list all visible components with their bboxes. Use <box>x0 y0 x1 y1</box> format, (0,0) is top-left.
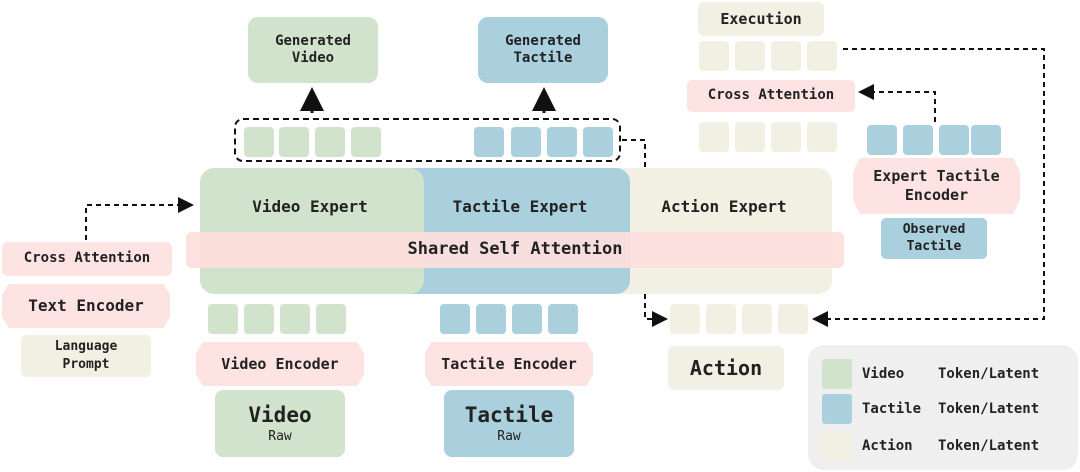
output-tokens-tactile-3 <box>547 127 577 157</box>
noisy-action-token-1 <box>699 122 729 152</box>
language-prompt: Language Prompt <box>21 335 151 377</box>
observed-tactile-token-2 <box>903 125 933 155</box>
action-input-token-3 <box>742 304 772 334</box>
execution-token-2 <box>735 41 765 71</box>
video-raw-title: Video <box>248 403 312 428</box>
generated-tactile-box: Generated Tactile <box>478 17 608 83</box>
noisy-action-token-4 <box>807 122 837 152</box>
action-input-token-4 <box>778 304 808 334</box>
output-tokens-video-3 <box>315 127 345 157</box>
video-input-token-2 <box>244 304 274 334</box>
output-tokens-tactile-4 <box>583 127 613 157</box>
arrow-cross-attention-to-video-expert <box>85 197 194 240</box>
legend-swatch-action <box>822 431 852 461</box>
video-expert-label: Video Expert <box>252 197 368 216</box>
expert-tactile-encoder: Expert Tactile Encoder <box>853 158 1020 214</box>
tactile-expert-label: Tactile Expert <box>452 197 588 216</box>
left-cross-attention: Cross Attention <box>2 242 172 276</box>
output-tokens-video-1 <box>244 127 274 157</box>
tactile-raw-input: Tactile Raw <box>444 390 574 457</box>
observed-tactile-token-3 <box>939 125 969 155</box>
shared-self-attention-bar: Shared Self Attention <box>186 232 844 268</box>
noisy-action-token-2 <box>735 122 765 152</box>
video-input-token-3 <box>280 304 310 334</box>
tactile-input-token-2 <box>476 304 506 334</box>
generated-video-box: Generated Video <box>248 17 378 83</box>
tactile-encoder: Tactile Encoder <box>425 342 593 386</box>
action-input: Action <box>668 346 784 390</box>
legend-desc-video: Token/Latent <box>938 366 1040 382</box>
execution-token-3 <box>771 41 801 71</box>
tactile-input-token-3 <box>512 304 542 334</box>
legend-desc-action: Token/Latent <box>938 438 1040 454</box>
legend-row-video: Video Token/Latent <box>822 359 1039 389</box>
legend-row-tactile: Tactile Token/Latent <box>822 394 1039 424</box>
video-input-token-4 <box>316 304 346 334</box>
legend-row-action: Action Token/Latent <box>822 431 1039 461</box>
video-expert-block <box>200 168 424 294</box>
legend-label-video: Video <box>862 366 905 382</box>
output-tokens-tactile-1 <box>474 127 504 157</box>
execution-token-4 <box>807 41 837 71</box>
legend-label-action: Action <box>862 438 913 454</box>
tactile-expert-block <box>398 168 630 294</box>
action-expert-label: Action Expert <box>661 197 787 216</box>
output-tokens-video-2 <box>279 127 309 157</box>
observed-tactile: Observed Tactile <box>881 218 987 259</box>
tactile-raw-subtitle: Raw <box>497 428 521 444</box>
text-encoder: Text Encoder <box>2 284 170 328</box>
action-input-token-1 <box>670 304 700 334</box>
video-encoder: Video Encoder <box>196 342 364 386</box>
output-tokens-tactile-2 <box>511 127 541 157</box>
legend-swatch-tactile <box>822 394 852 424</box>
execution-token-1 <box>699 41 729 71</box>
arrow-expert-to-action-tokens <box>644 294 668 327</box>
execution-box: Execution <box>698 2 824 36</box>
right-cross-attention: Cross Attention <box>687 80 855 112</box>
observed-tactile-token-1 <box>867 125 897 155</box>
arrow-group-to-action-tokens <box>622 139 646 168</box>
tactile-input-token-4 <box>548 304 578 334</box>
legend-swatch-video <box>822 359 852 389</box>
legend-desc-tactile: Token/Latent <box>938 401 1040 417</box>
tactile-input-token-1 <box>440 304 470 334</box>
video-raw-subtitle: Raw <box>268 428 292 444</box>
arrow-execution-loop <box>812 48 1045 327</box>
tactile-raw-title: Tactile <box>464 403 554 428</box>
legend-label-tactile: Tactile <box>862 401 922 417</box>
action-expert-block <box>590 168 832 294</box>
output-token-group-outline <box>234 118 621 162</box>
action-input-token-2 <box>706 304 736 334</box>
noisy-action-token-3 <box>771 122 801 152</box>
video-input-token-1 <box>208 304 238 334</box>
output-tokens-video-4 <box>351 127 381 157</box>
observed-tactile-token-4 <box>971 125 1001 155</box>
arrow-tactile-to-cross-attention <box>858 84 936 122</box>
video-raw-input: Video Raw <box>215 390 345 457</box>
legend: Video Token/Latent Tactile Token/Latent … <box>808 345 1078 470</box>
